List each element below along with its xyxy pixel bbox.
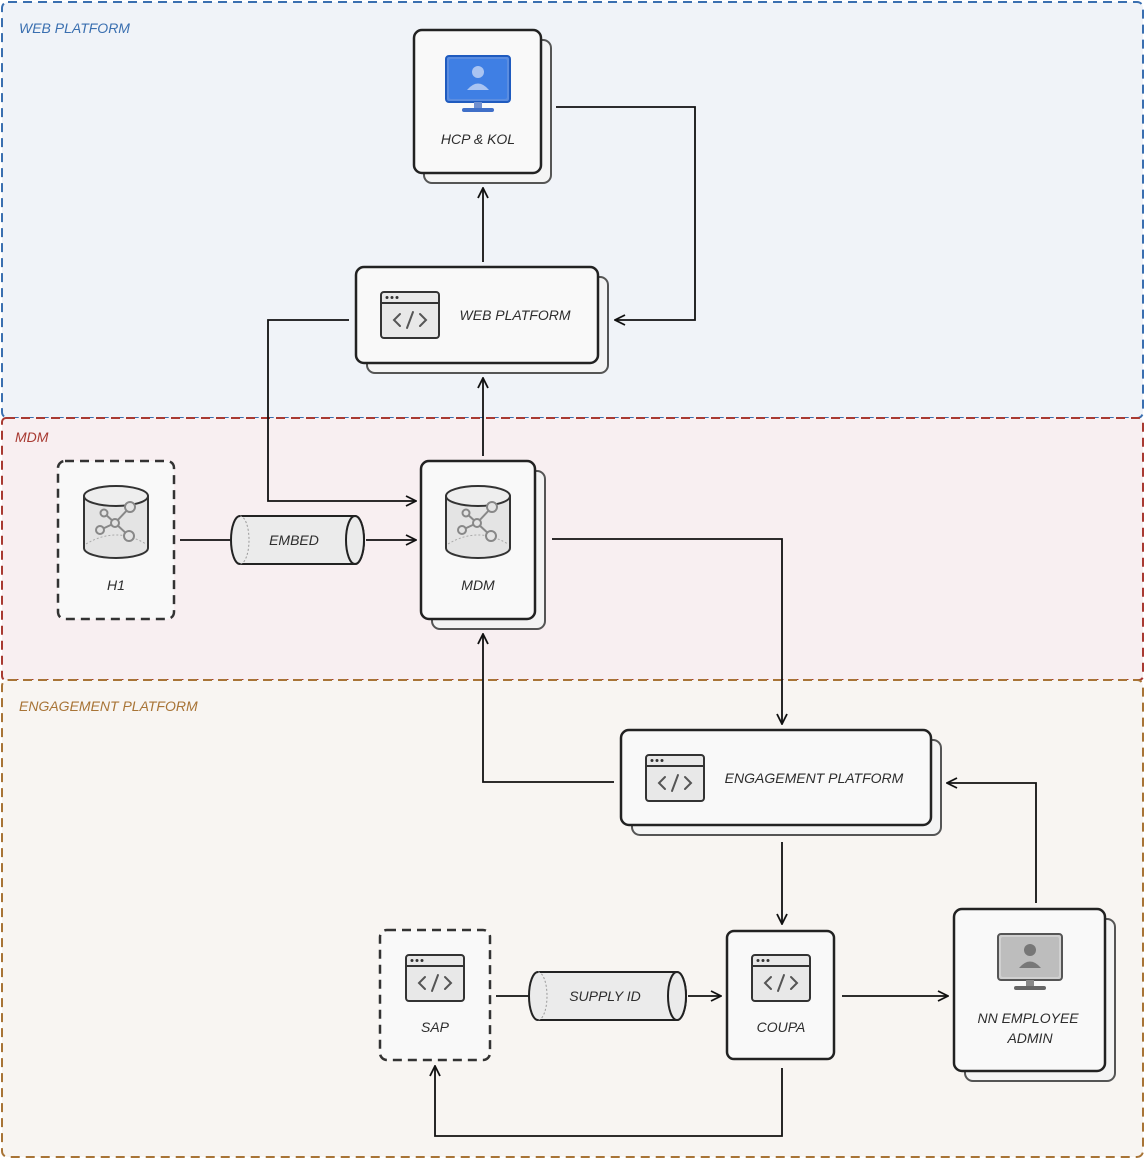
node-mdm-label: MDM bbox=[461, 577, 495, 593]
node-engagement-platform-label: ENGAGEMENT PLATFORM bbox=[725, 770, 904, 786]
node-supply-id-pipe[interactable]: SUPPLY ID bbox=[528, 971, 687, 1021]
node-nn-employee-admin[interactable]: NN EMPLOYEE ADMIN bbox=[952, 907, 1116, 1082]
node-coupa[interactable]: COUPA bbox=[725, 929, 836, 1061]
database-network-icon bbox=[83, 485, 149, 559]
zone-web-platform-label: WEB PLATFORM bbox=[19, 20, 130, 36]
node-nn-employee-admin-label: NN EMPLOYEE ADMIN bbox=[977, 1010, 1082, 1046]
node-supply-id-label: SUPPLY ID bbox=[569, 988, 641, 1004]
node-h1-label: H1 bbox=[107, 577, 125, 593]
zone-engagement-platform-label: ENGAGEMENT PLATFORM bbox=[19, 698, 198, 714]
node-embed-label: EMBED bbox=[269, 532, 319, 548]
arrow-nn-to-engagement bbox=[947, 783, 1037, 903]
database-network-icon bbox=[445, 485, 511, 559]
arrow-mdm-to-engagement bbox=[552, 538, 782, 724]
code-window-icon bbox=[405, 954, 465, 1002]
node-engagement-platform[interactable]: ENGAGEMENT PLATFORM bbox=[619, 728, 942, 836]
node-mdm[interactable]: MDM bbox=[419, 459, 546, 630]
node-web-platform-label: WEB PLATFORM bbox=[460, 307, 571, 323]
node-sap-label: SAP bbox=[421, 1019, 450, 1035]
node-nn-employee-admin-label-line2: ADMIN bbox=[1006, 1030, 1053, 1046]
node-nn-employee-admin-label-line1: NN EMPLOYEE bbox=[977, 1010, 1079, 1026]
node-embed-pipe[interactable]: EMBED bbox=[230, 515, 365, 565]
arrow-web-to-mdm bbox=[267, 319, 416, 501]
node-hcp-kol-label: HCP & KOL bbox=[441, 131, 515, 147]
node-hcp-kol[interactable]: HCP & KOL bbox=[412, 28, 552, 184]
node-h1[interactable]: H1 bbox=[56, 459, 176, 621]
connectors bbox=[180, 106, 1037, 1137]
code-window-icon bbox=[751, 954, 811, 1002]
code-window-icon bbox=[380, 291, 440, 339]
code-window-icon bbox=[645, 754, 705, 802]
node-sap[interactable]: SAP bbox=[378, 928, 492, 1062]
node-web-platform[interactable]: WEB PLATFORM bbox=[354, 265, 609, 374]
monitor-user-icon bbox=[445, 55, 511, 112]
zone-mdm-label: MDM bbox=[15, 429, 49, 445]
node-coupa-label: COUPA bbox=[757, 1019, 806, 1035]
arrow-hcp-to-web bbox=[556, 106, 696, 320]
arrow-coupa-to-sap bbox=[435, 1066, 783, 1137]
monitor-user-icon bbox=[997, 933, 1063, 990]
arrow-engagement-to-mdm bbox=[483, 634, 614, 783]
